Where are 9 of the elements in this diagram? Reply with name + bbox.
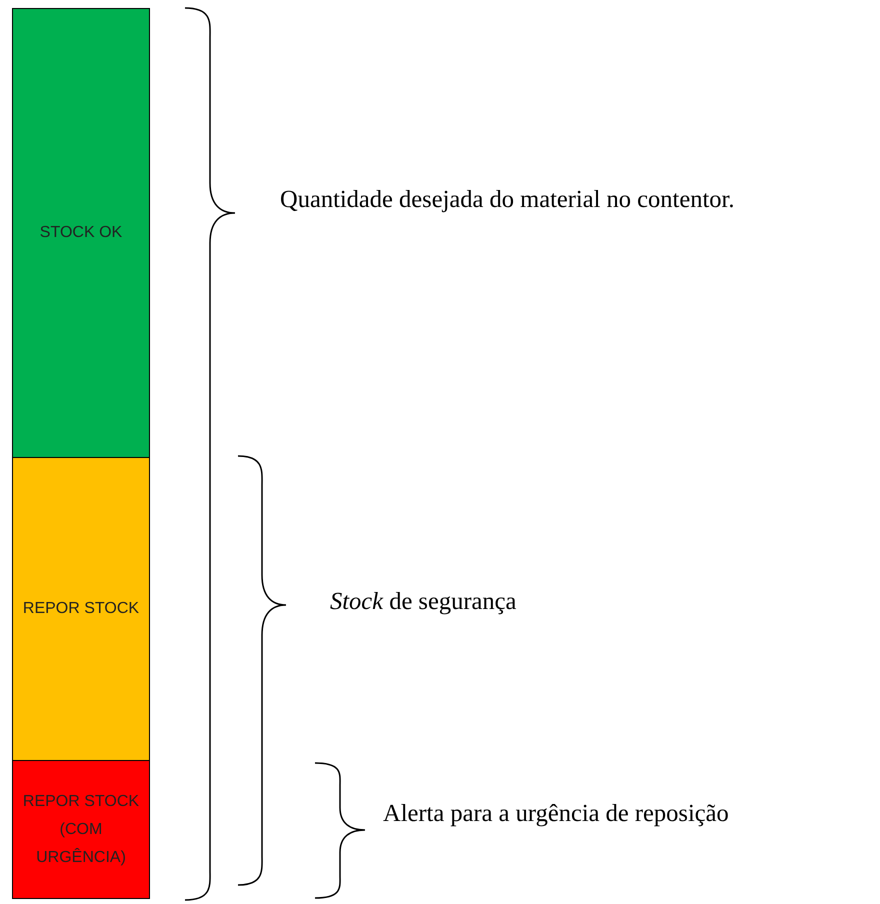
band-label: STOCK OK bbox=[38, 223, 124, 243]
stock-level-band bbox=[12, 8, 150, 458]
brace-label: Alerta para a urgência de reposição bbox=[383, 800, 729, 828]
band-label: REPOR STOCK (COM URGÊNCIA) bbox=[22, 792, 140, 868]
stock-level-band bbox=[12, 457, 150, 761]
brace-label: Quantidade desejada do material no contentor. bbox=[280, 186, 734, 214]
band-label: REPOR STOCK bbox=[22, 599, 140, 619]
stock-level-band bbox=[12, 760, 150, 899]
brace-label: Stock de segurança bbox=[330, 588, 516, 616]
